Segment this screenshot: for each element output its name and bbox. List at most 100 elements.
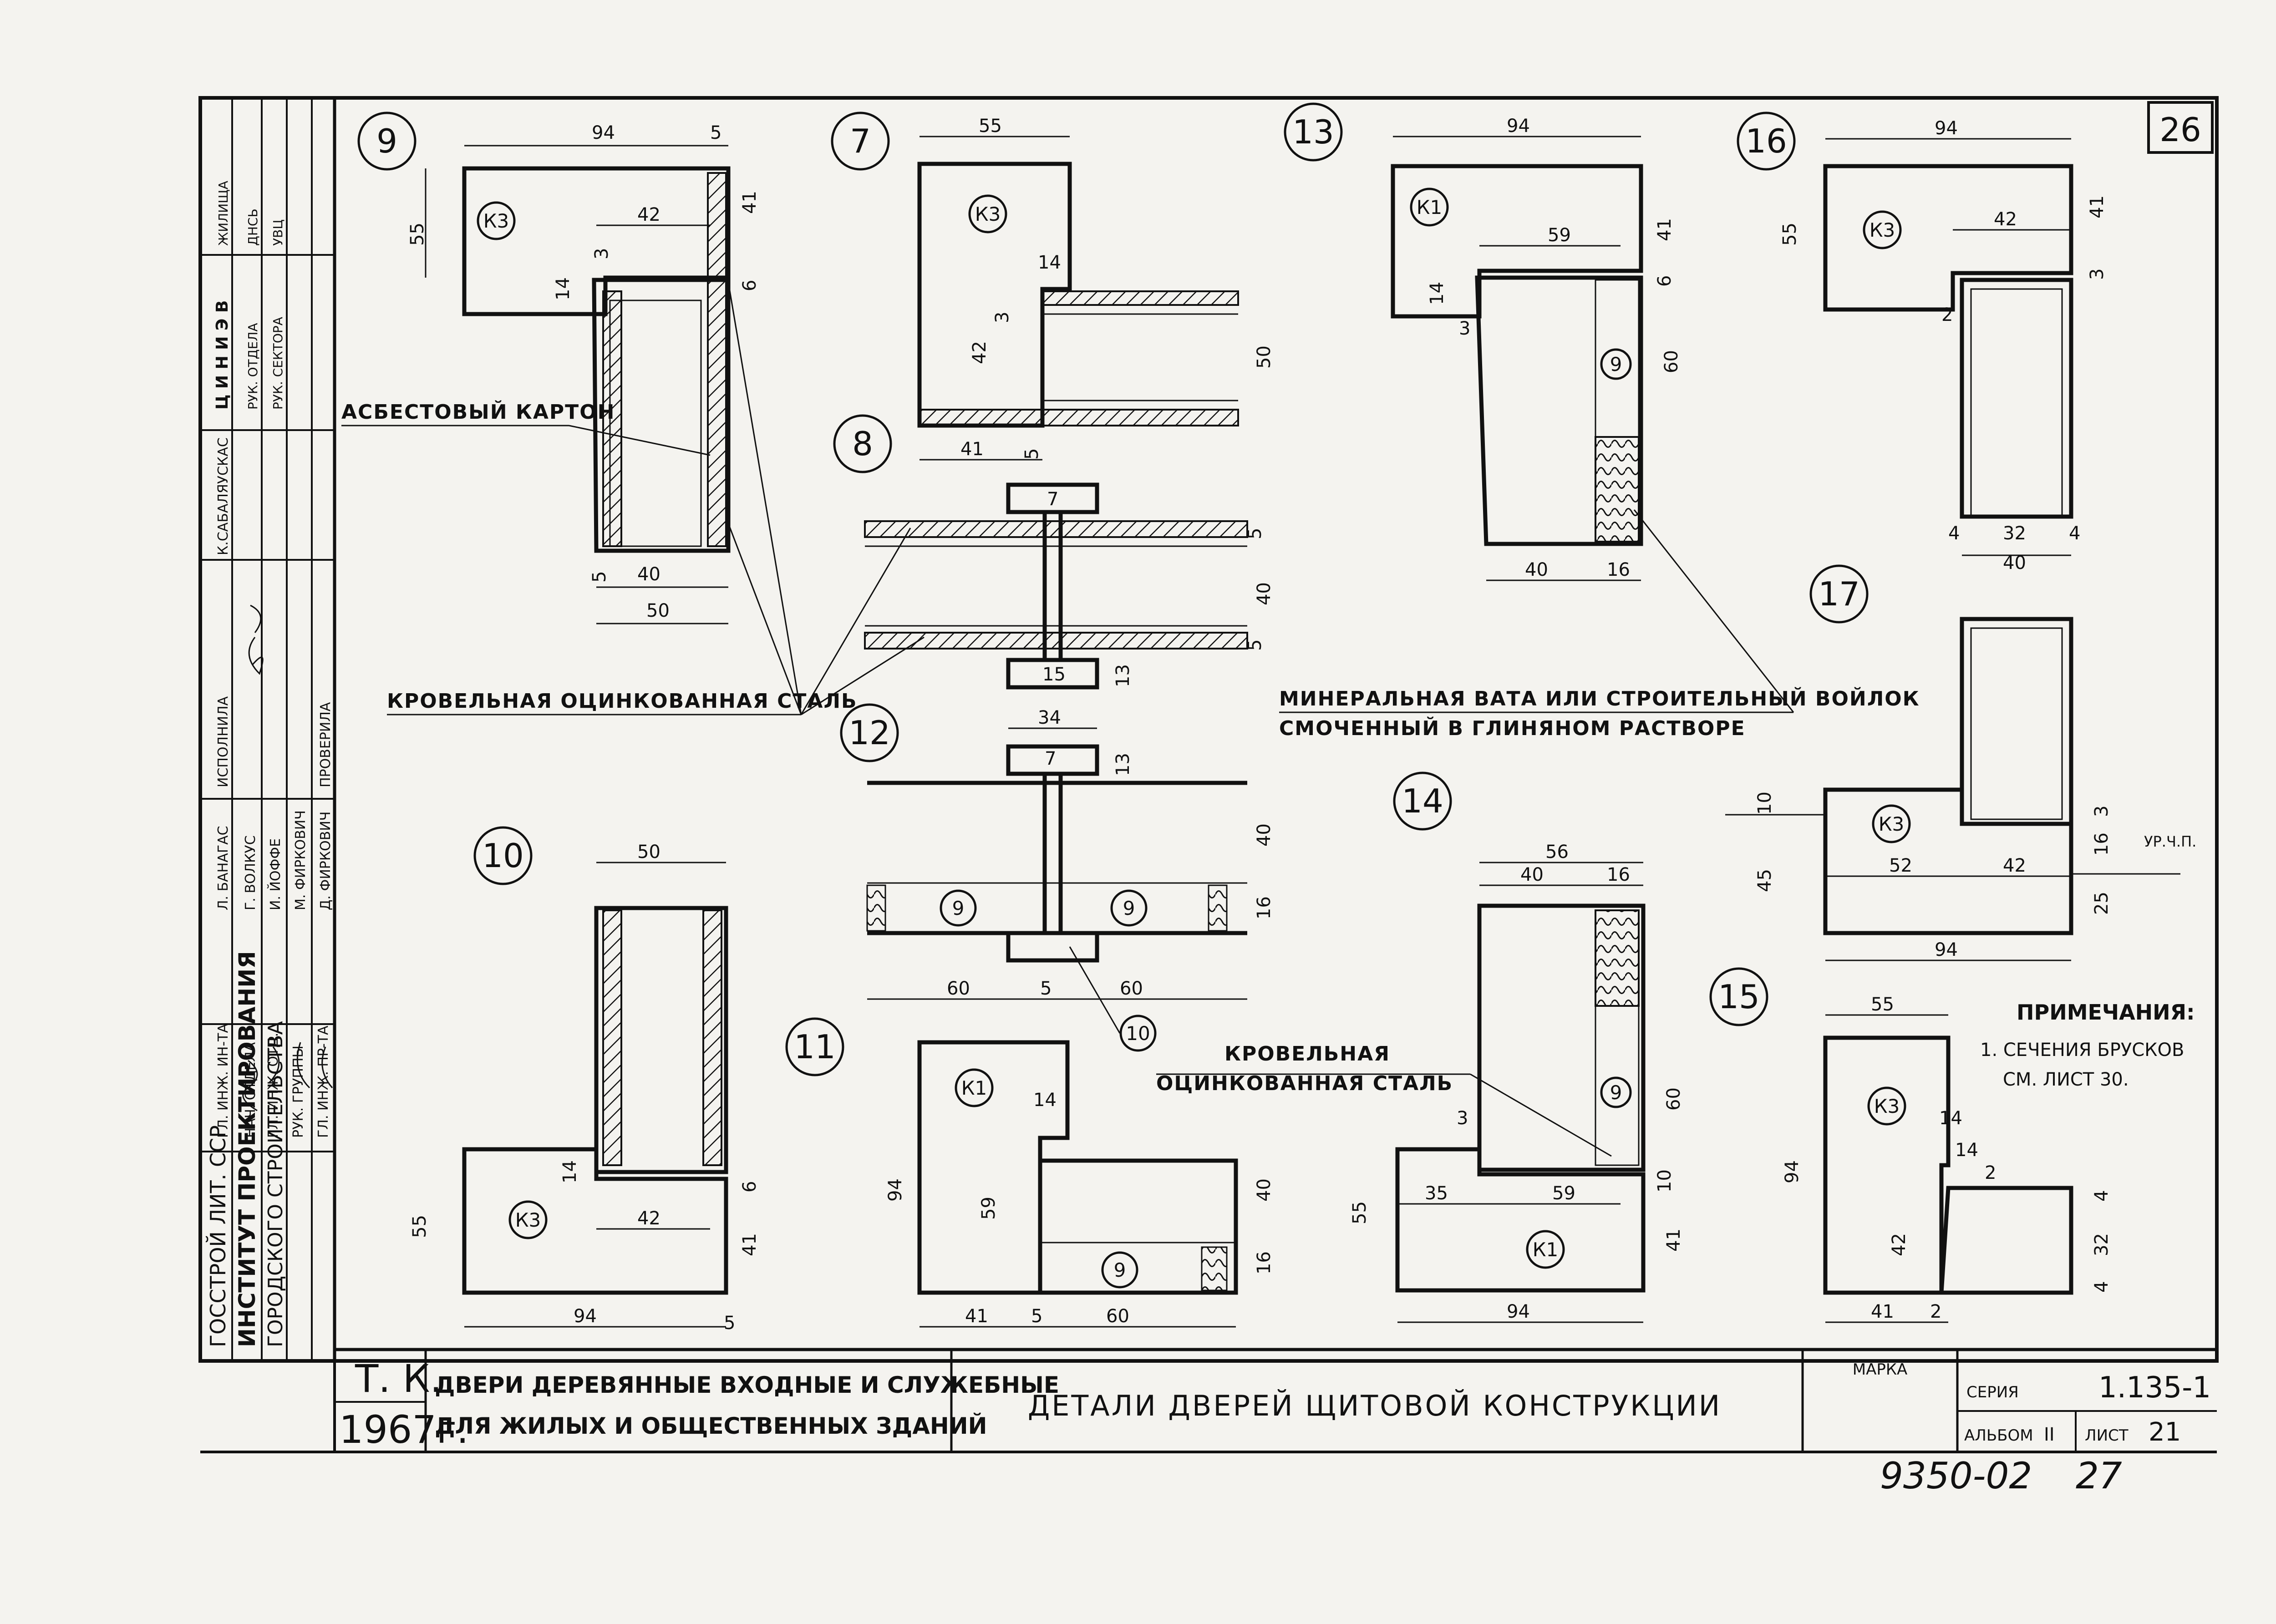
callout-krov2: КРОВЕЛЬНАЯ ОЦИНКОВАННАЯ СТАЛЬ <box>1156 1042 1612 1157</box>
svg-text:60: 60 <box>1106 1306 1129 1327</box>
svg-text:32: 32 <box>2091 1233 2112 1256</box>
callout-asbest: АСБЕСТОВЫЙ КАРТОН <box>341 400 711 456</box>
svg-text:55: 55 <box>1871 994 1894 1015</box>
svg-text:94: 94 <box>1782 1160 1803 1183</box>
svg-text:55: 55 <box>979 116 1002 137</box>
detail-12-number: 12 <box>848 714 890 752</box>
svg-text:14: 14 <box>1939 1108 1962 1129</box>
svg-text:60: 60 <box>1120 978 1143 999</box>
svg-text:42: 42 <box>2003 855 2026 876</box>
svg-text:16: 16 <box>1607 864 1630 885</box>
svg-text:7: 7 <box>1045 748 1056 769</box>
stamp-top-org: Ц И Н И Э В <box>213 300 232 410</box>
svg-text:25: 25 <box>2091 892 2112 915</box>
svg-text:42: 42 <box>1889 1233 1910 1256</box>
list-value: 21 <box>2149 1417 2181 1447</box>
svg-text:2: 2 <box>1930 1301 1941 1322</box>
svg-text:41: 41 <box>1663 1228 1684 1252</box>
notes-line1: 1. СЕЧЕНИЯ БРУСКОВ <box>1980 1040 2184 1061</box>
callout-mineral-line2: СМОЧЕННЫЙ В ГЛИНЯНОМ РАСТВОРЕ <box>1279 716 1746 740</box>
detail-15-number: 15 <box>1718 978 1760 1016</box>
detail-14: 14 9 К1 56 40 16 60 3 10 55 35 59 41 94 <box>1349 771 1684 1323</box>
svg-text:40: 40 <box>2003 553 2026 573</box>
svg-text:15: 15 <box>1042 664 1066 685</box>
svg-text:5: 5 <box>1245 528 1265 539</box>
svg-text:94: 94 <box>1507 1301 1530 1322</box>
detail-12: 12 9 9 10 34 7 13 40 16 60 5 60 <box>840 703 1275 1052</box>
svg-text:5: 5 <box>1031 1306 1042 1327</box>
svg-text:50: 50 <box>1254 345 1275 369</box>
stamp-role-5: ГЛ. ИНЖ. ПР-ТА <box>315 1025 331 1138</box>
svg-text:60: 60 <box>1663 1087 1684 1111</box>
left-stamp: ГОССТРОЙ ЛИТ. ССР ИНСТИТУТ ПРОЕКТИРОВАНИ… <box>200 98 335 1361</box>
callout-asbest-text: АСБЕСТОВЫЙ КАРТОН <box>341 400 615 424</box>
tk-label: Т. К. <box>355 1356 442 1401</box>
detail-12-sub-2: 9 <box>1123 897 1135 919</box>
svg-text:4: 4 <box>2091 1281 2112 1293</box>
detail-16-k: К3 <box>1870 219 1895 241</box>
stamp-top-role-1: РУК. ОТДЕЛА <box>245 323 260 410</box>
svg-text:42: 42 <box>1994 209 2017 230</box>
svg-text:94: 94 <box>1935 939 1958 960</box>
detail-16-number: 16 <box>1745 122 1787 160</box>
svg-text:59: 59 <box>1552 1183 1575 1204</box>
detail-9-number: 9 <box>376 122 397 160</box>
svg-text:3: 3 <box>2091 806 2112 817</box>
detail-10-k: К3 <box>515 1209 541 1231</box>
level-mark: УР.Ч.П. <box>2144 833 2196 850</box>
seria-value: 1.135-1 <box>2098 1371 2211 1405</box>
svg-text:2: 2 <box>1985 1162 1996 1183</box>
detail-7-number: 7 <box>850 122 871 160</box>
stamp-ispolnil: ИСПОЛНИЛА <box>215 696 231 787</box>
svg-text:94: 94 <box>1507 116 1530 137</box>
detail-13: 13 К1 9 94 59 41 14 6 3 60 40 16 <box>1284 102 1682 581</box>
svg-text:94: 94 <box>885 1178 906 1202</box>
svg-text:94: 94 <box>1935 118 1958 139</box>
svg-text:55: 55 <box>1779 223 1800 246</box>
svg-text:94: 94 <box>592 122 615 143</box>
svg-text:59: 59 <box>978 1197 999 1220</box>
svg-text:50: 50 <box>646 600 670 621</box>
svg-text:14: 14 <box>553 277 574 300</box>
svg-text:6: 6 <box>739 1181 760 1193</box>
stamp-top-role-2: РУК. СЕКТОРА <box>270 317 285 410</box>
svg-text:16: 16 <box>1254 896 1275 919</box>
signature <box>242 1042 333 1111</box>
sheet-border <box>198 96 2219 1363</box>
detail-7-k: К3 <box>975 203 1001 225</box>
detail-9-k: К3 <box>483 210 509 232</box>
svg-text:40: 40 <box>1520 864 1544 885</box>
svg-text:3: 3 <box>992 312 1013 323</box>
detail-13-sub: 9 <box>1610 353 1622 376</box>
seria-label: СЕРИЯ <box>1966 1383 2019 1401</box>
callout-krov-steel: КРОВЕЛЬНАЯ ОЦИНКОВАННАЯ СТАЛЬ <box>387 282 925 716</box>
stamp-name-3: И. ЙОФФЕ <box>267 838 284 910</box>
svg-text:41: 41 <box>739 191 760 214</box>
detail-13-number: 13 <box>1292 113 1334 151</box>
svg-text:59: 59 <box>1548 225 1571 246</box>
svg-text:42: 42 <box>637 1208 660 1229</box>
album-label: АЛЬБОМ <box>1964 1426 2033 1445</box>
callout-krov-steel-text: КРОВЕЛЬНАЯ ОЦИНКОВАННАЯ СТАЛЬ <box>387 690 858 713</box>
svg-text:40: 40 <box>1254 582 1275 605</box>
subject-line1: ДВЕРИ ДЕРЕВЯННЫЕ ВХОДНЫЕ И СЛУЖЕБНЫЕ <box>435 1372 1059 1398</box>
detail-11-k: К1 <box>961 1077 987 1099</box>
svg-text:16: 16 <box>1607 559 1630 580</box>
svg-text:34: 34 <box>1038 707 1061 728</box>
detail-12-sub-1: 9 <box>952 897 965 919</box>
svg-text:94: 94 <box>574 1306 597 1327</box>
stamp-role-3: ГЛ. ИНЖ. ОТД. <box>265 1033 281 1138</box>
detail-15-k: К3 <box>1874 1095 1900 1117</box>
svg-text:40: 40 <box>1254 1178 1275 1202</box>
svg-text:5: 5 <box>589 571 610 583</box>
svg-text:16: 16 <box>1254 1251 1275 1274</box>
svg-text:35: 35 <box>1425 1183 1448 1204</box>
svg-text:3: 3 <box>1457 1108 1468 1129</box>
svg-text:10: 10 <box>1754 792 1775 815</box>
svg-text:41: 41 <box>1654 218 1675 241</box>
svg-text:55: 55 <box>407 223 428 246</box>
svg-text:14: 14 <box>1427 282 1448 305</box>
svg-text:55: 55 <box>1349 1201 1370 1224</box>
